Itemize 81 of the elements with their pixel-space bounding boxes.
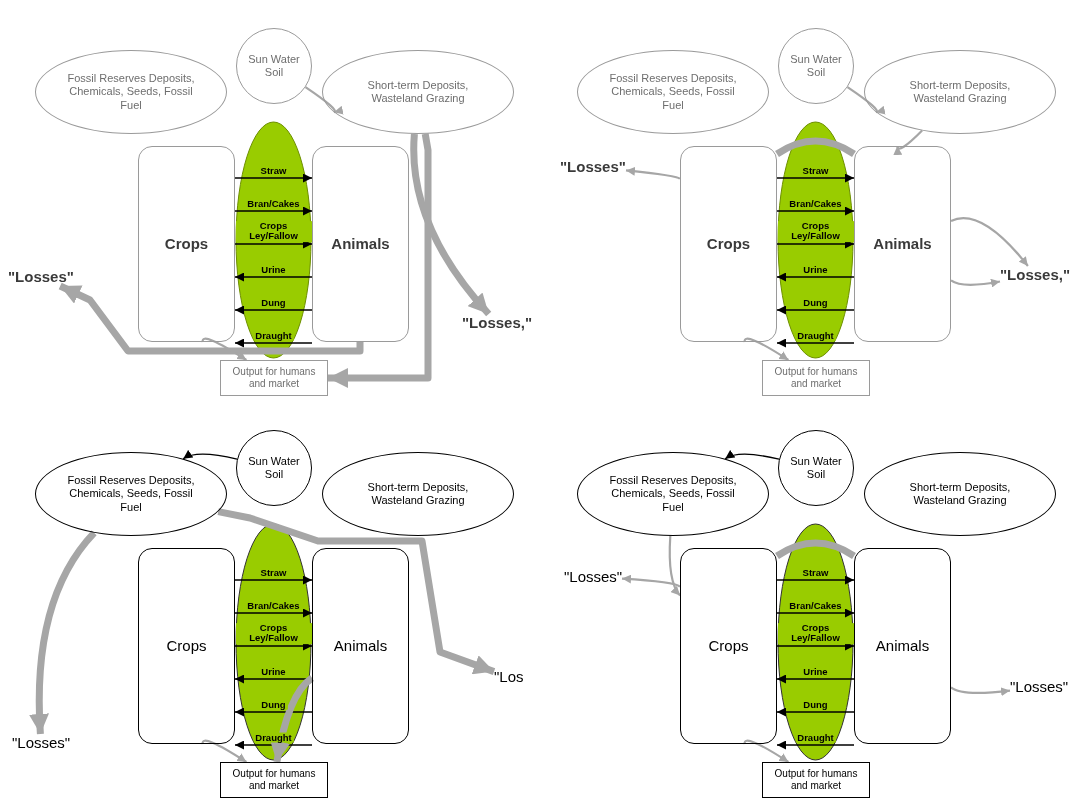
- arrow: [776, 272, 855, 282]
- edge-label: Dung: [801, 699, 830, 710]
- edge-label: Straw: [258, 165, 289, 176]
- arrow: [776, 707, 855, 717]
- edge-label: Bran/Cakes: [787, 198, 844, 209]
- sector-box: Animals: [312, 548, 409, 744]
- edge-label: Draught: [795, 330, 836, 341]
- sector-box: Crops: [138, 548, 235, 744]
- sector-box: Animals: [312, 146, 409, 342]
- arrow: [234, 305, 313, 315]
- output-box: Output for humans and market: [220, 360, 328, 396]
- arrow: [234, 575, 313, 585]
- losses-label: "Losses,": [462, 314, 533, 332]
- arrow: [950, 686, 1011, 697]
- output-box: Output for humans and market: [762, 360, 870, 396]
- arrow: [776, 740, 855, 750]
- edge-label: Bran/Cakes: [245, 198, 302, 209]
- arrow: [776, 206, 855, 216]
- edge-label: Urine: [801, 666, 830, 677]
- output-box: Output for humans and market: [762, 762, 870, 798]
- arrow: [846, 86, 886, 113]
- arrow: [776, 338, 855, 348]
- arrow: [201, 739, 247, 763]
- arrow: [201, 337, 247, 361]
- arrow: [234, 272, 313, 282]
- arrow: [724, 450, 780, 460]
- losses-label: "Los: [494, 668, 524, 686]
- edge-label: Crops Ley/Fallow: [235, 221, 312, 242]
- arrow: [304, 86, 344, 113]
- arrow: [776, 305, 855, 315]
- arrow: [234, 608, 313, 618]
- arrow: [776, 575, 855, 585]
- flow-arrow: [270, 675, 315, 763]
- arrow: [234, 707, 313, 717]
- arrow: [743, 739, 789, 763]
- arrow: [234, 173, 313, 183]
- edge-label: Dung: [801, 297, 830, 308]
- flow-arrow: [410, 133, 492, 317]
- arrow: [234, 338, 313, 348]
- sector-box: Animals: [854, 146, 951, 342]
- losses-label: "Losses": [560, 158, 626, 176]
- edge-label: Bran/Cakes: [787, 600, 844, 611]
- losses-label: "Losses": [1010, 678, 1069, 696]
- edge-label: Crops Ley/Fallow: [777, 623, 854, 644]
- edge-label: Straw: [258, 567, 289, 578]
- edge-label: Draught: [253, 330, 294, 341]
- losses-label: "Losses": [564, 568, 623, 586]
- arrow: [894, 129, 923, 156]
- arrow: [743, 337, 789, 361]
- edge-label: Straw: [800, 567, 831, 578]
- edge-label: Bran/Cakes: [245, 600, 302, 611]
- arrow: [625, 166, 681, 180]
- edge-label: Crops Ley/Fallow: [235, 623, 312, 644]
- edge-label: Urine: [801, 264, 830, 275]
- flow-arrow: [29, 530, 97, 735]
- arrow: [776, 608, 855, 618]
- arrow: [668, 535, 681, 597]
- sector-box: Crops: [680, 146, 777, 342]
- arrow: [776, 173, 855, 183]
- output-box: Output for humans and market: [220, 762, 328, 798]
- edge-label: Crops Ley/Fallow: [777, 221, 854, 242]
- edge-label: Straw: [800, 165, 831, 176]
- losses-label: "Losses": [8, 268, 74, 286]
- arrow: [234, 206, 313, 216]
- arrow: [621, 574, 681, 588]
- edge-label: Draught: [253, 732, 294, 743]
- sector-box: Crops: [680, 548, 777, 744]
- edge-label: Dung: [259, 297, 288, 308]
- edge-label: Urine: [259, 666, 288, 677]
- flow-arrow: [58, 282, 364, 355]
- losses-label: "Losses,": [1000, 266, 1071, 284]
- arrow: [950, 217, 1029, 267]
- sector-box: Animals: [854, 548, 951, 744]
- sector-box: Crops: [138, 146, 235, 342]
- losses-label: "Losses": [12, 734, 71, 752]
- edge-label: Draught: [795, 732, 836, 743]
- edge-label: Urine: [259, 264, 288, 275]
- arrow: [182, 450, 238, 460]
- edge-label: Dung: [259, 699, 288, 710]
- arrow: [776, 674, 855, 684]
- arrow: [950, 278, 1001, 288]
